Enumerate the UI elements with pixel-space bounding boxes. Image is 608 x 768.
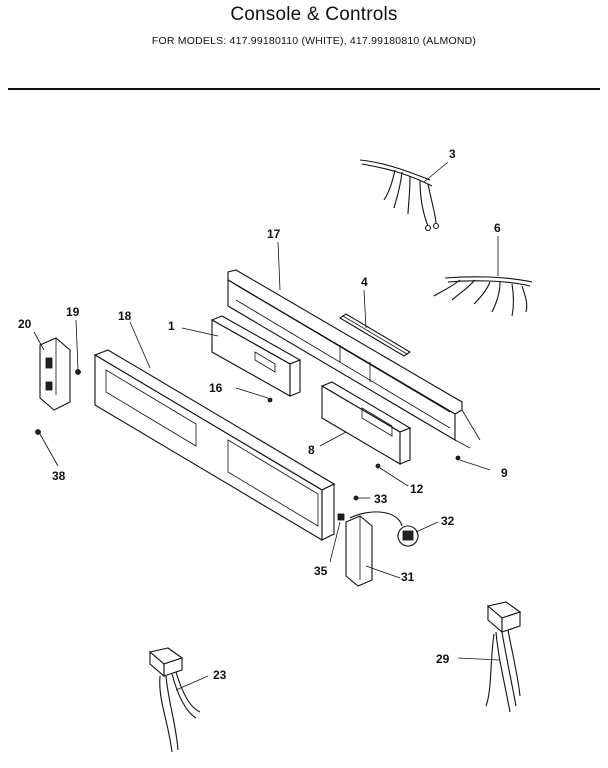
part-label-29: 29	[436, 652, 450, 666]
part-23-connector-harness	[148, 647, 201, 753]
part-label-32: 32	[441, 514, 455, 528]
part-label-8: 8	[308, 443, 315, 457]
part-29-connector-harness	[485, 601, 522, 713]
part-label-19: 19	[66, 305, 80, 319]
part-label-1: 1	[168, 319, 175, 333]
part-label-20: 20	[18, 317, 32, 331]
part-label-23: 23	[213, 668, 227, 682]
leader-lines	[33, 161, 501, 691]
part-label-12: 12	[410, 482, 424, 496]
part-label-6: 6	[494, 221, 501, 235]
part-6-wire-harness	[433, 276, 533, 317]
part-18-front-console	[93, 349, 336, 541]
part-label-17: 17	[267, 227, 281, 241]
part-label-31: 31	[401, 570, 415, 584]
part-17-rear-bracket	[227, 269, 481, 449]
part-label-4: 4	[361, 275, 368, 289]
part-3-wire-harness	[359, 159, 440, 232]
part-label-9: 9	[501, 466, 508, 480]
diagram-title: Console & Controls	[230, 4, 398, 25]
part-label-16: 16	[209, 381, 223, 395]
part-8-control-board	[320, 381, 412, 465]
part-label-33: 33	[374, 492, 388, 506]
model-numbers: FOR MODELS: 417.99180110 (WHITE), 417.99…	[151, 35, 477, 47]
part-label-18: 18	[118, 309, 132, 323]
part-20-switch	[39, 337, 71, 411]
part-31-bracket	[345, 511, 419, 587]
part-label-38: 38	[52, 469, 66, 483]
part-number-labels: 3 6 17 4 1 18 19 20 16 8 9 12 33 32 35 3…	[18, 147, 508, 682]
part-4-trim-strip	[338, 313, 412, 357]
part-label-35: 35	[314, 564, 328, 578]
part-label-3: 3	[449, 147, 456, 161]
part-1-control-board	[210, 315, 302, 471]
header-divider	[8, 88, 600, 90]
